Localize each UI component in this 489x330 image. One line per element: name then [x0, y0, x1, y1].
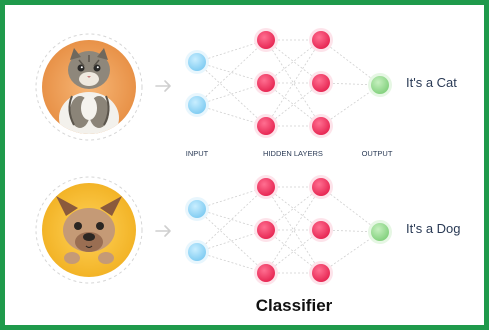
connection-line: [196, 251, 267, 274]
cat-image: [35, 33, 143, 141]
connection-line: [320, 39, 381, 86]
hidden-node: [309, 261, 333, 285]
connection-line: [196, 229, 267, 253]
network-nodes: [185, 28, 392, 285]
hidden-node: [254, 218, 278, 242]
hidden-node: [309, 71, 333, 95]
input-node: [185, 197, 209, 221]
hidden-node: [254, 114, 278, 138]
connection-line: [265, 186, 322, 274]
connection-line: [265, 39, 322, 127]
hidden-node: [254, 175, 278, 199]
hidden-node: [309, 114, 333, 138]
connection-line: [265, 39, 322, 127]
layer-label-input: INPUT: [186, 149, 209, 158]
hidden-node: [254, 261, 278, 285]
connection-line: [265, 186, 322, 274]
connection-line: [196, 39, 267, 63]
connection-line: [196, 186, 267, 210]
connection-line: [196, 104, 267, 127]
dog-image: [35, 176, 143, 284]
output-node: [368, 73, 392, 97]
output-text-cat: It's a Cat: [406, 75, 457, 90]
input-node: [185, 240, 209, 264]
layer-label-hidden: HIDDEN LAYERS: [263, 149, 323, 158]
output-node: [368, 220, 392, 244]
input-node: [185, 50, 209, 74]
hidden-node: [254, 28, 278, 52]
hidden-node: [309, 28, 333, 52]
connection-line: [320, 186, 381, 233]
hidden-node: [309, 218, 333, 242]
hidden-node: [309, 175, 333, 199]
connection-line: [196, 82, 267, 106]
arrow-right-icon: [155, 80, 171, 92]
diagram-caption: Classifier: [256, 296, 333, 315]
connection-line: [196, 61, 267, 84]
input-node: [185, 93, 209, 117]
layer-label-output: OUTPUT: [362, 149, 393, 158]
connection-line: [196, 208, 267, 231]
output-text-dog: It's a Dog: [406, 221, 461, 236]
arrow-right-icon: [155, 225, 171, 237]
hidden-node: [254, 71, 278, 95]
